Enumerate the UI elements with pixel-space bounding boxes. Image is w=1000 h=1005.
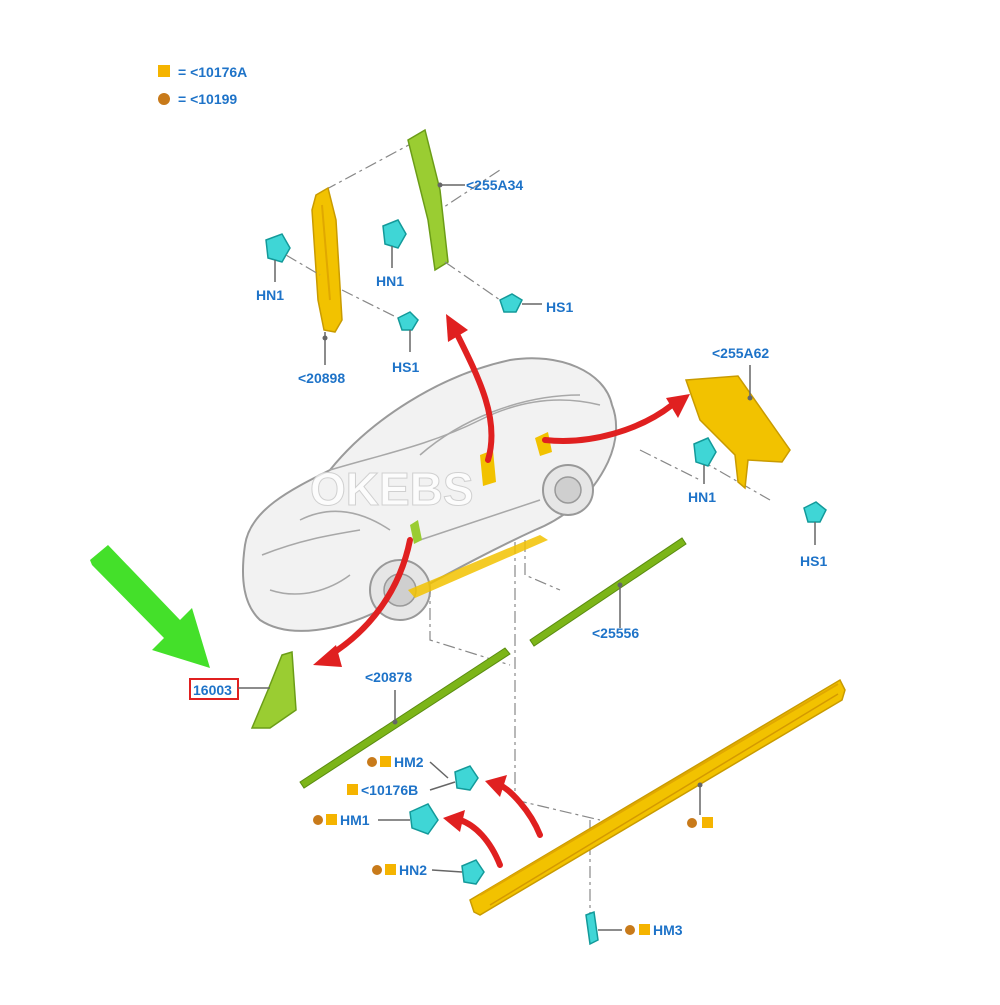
legend-circle-icon <box>158 93 170 105</box>
green-arrow-icon <box>90 545 210 668</box>
label-hn2: HN2 <box>399 862 427 878</box>
label-20878: <20878 <box>365 669 412 685</box>
label-25556: <25556 <box>592 625 639 641</box>
arrow-head-icon <box>443 810 465 832</box>
label-255A34: <255A34 <box>466 177 523 193</box>
clip-hn1-icon <box>693 437 717 467</box>
legend-circle-icon <box>313 815 323 825</box>
label-255A62: <255A62 <box>712 345 769 361</box>
mirror-trim: 16003 <box>189 651 297 729</box>
label-hn1-rear: HN1 <box>688 489 716 505</box>
arrow-head-icon <box>485 775 507 797</box>
legend: = <10176A = <10199 <box>158 64 247 107</box>
clip-hs1-icon <box>803 501 827 523</box>
clip-hm1-icon <box>409 803 439 835</box>
clip-hn1-icon <box>265 233 291 263</box>
clip-hs1-icon <box>397 311 419 331</box>
center-pillar-trim: <255A34 <box>407 128 523 272</box>
clip-hm3-icon <box>585 910 599 946</box>
legend-square-icon <box>385 864 396 875</box>
legend-square-icon <box>380 756 391 767</box>
arrow-to-hm2 <box>497 782 543 838</box>
legend-circle-icon <box>687 818 697 828</box>
label-hs1-rear: HS1 <box>800 553 827 569</box>
rocker-molding <box>469 678 846 916</box>
legend-square-icon <box>326 814 337 825</box>
car-illustration: OKEBS <box>242 357 618 632</box>
rear-applique: <255A62 <box>684 345 791 490</box>
clip-hn1-icon <box>382 219 407 249</box>
highlight-box <box>189 678 239 700</box>
rocker-panel <box>469 678 846 916</box>
upper-fasteners: HN1 HN1 HS1 HS1 <box>256 219 573 375</box>
legend-item-10176A: = <10176A <box>178 64 247 80</box>
lower-fasteners: HM2 <10176B HM1 HN2 HM3 <box>313 754 683 946</box>
legend-square-icon <box>347 784 358 795</box>
legend-square-icon <box>702 817 713 828</box>
label-hm1: HM1 <box>340 812 370 828</box>
arrow-to-mirror-trim <box>327 537 413 658</box>
front-pillar-trim: <20898 <box>298 186 345 386</box>
legend-circle-icon <box>625 925 635 935</box>
label-10176B: <10176B <box>361 782 418 798</box>
part-16003 <box>250 651 297 729</box>
clip-hm2-icon <box>454 765 479 791</box>
arrow-to-hm1 <box>457 817 503 868</box>
arrow-head-icon <box>446 314 468 342</box>
molding-20878 <box>299 647 511 789</box>
legend-square-icon <box>639 924 650 935</box>
green-arrow <box>90 545 210 668</box>
arrow-head-icon <box>666 394 690 418</box>
clip-hn2-icon <box>461 859 485 885</box>
legend-square-icon <box>158 65 170 77</box>
label-hm3: HM3 <box>653 922 683 938</box>
label-hs1-front: HS1 <box>392 359 419 375</box>
label-20898: <20898 <box>298 370 345 386</box>
label-hm2: HM2 <box>394 754 424 770</box>
watermark: OKEBS <box>310 463 474 515</box>
arrow-to-rear-applique <box>542 402 675 444</box>
green-moldings: <25556 <20878 <box>299 537 687 789</box>
legend-circle-icon <box>367 757 377 767</box>
label-hn1-front: HN1 <box>256 287 284 303</box>
arrow-head-icon <box>313 645 342 667</box>
arrow-to-pillar <box>452 327 495 463</box>
legend-item-10199: = <10199 <box>178 91 237 107</box>
legend-circle-icon <box>372 865 382 875</box>
label-hn1-center: HN1 <box>376 273 404 289</box>
label-16003: 16003 <box>193 682 232 698</box>
red-arrows <box>313 314 690 868</box>
clip-hs1-icon <box>499 293 523 313</box>
label-hs1-center: HS1 <box>546 299 573 315</box>
rear-fasteners: HN1 HS1 <box>688 437 827 569</box>
molding-25556 <box>529 537 687 647</box>
